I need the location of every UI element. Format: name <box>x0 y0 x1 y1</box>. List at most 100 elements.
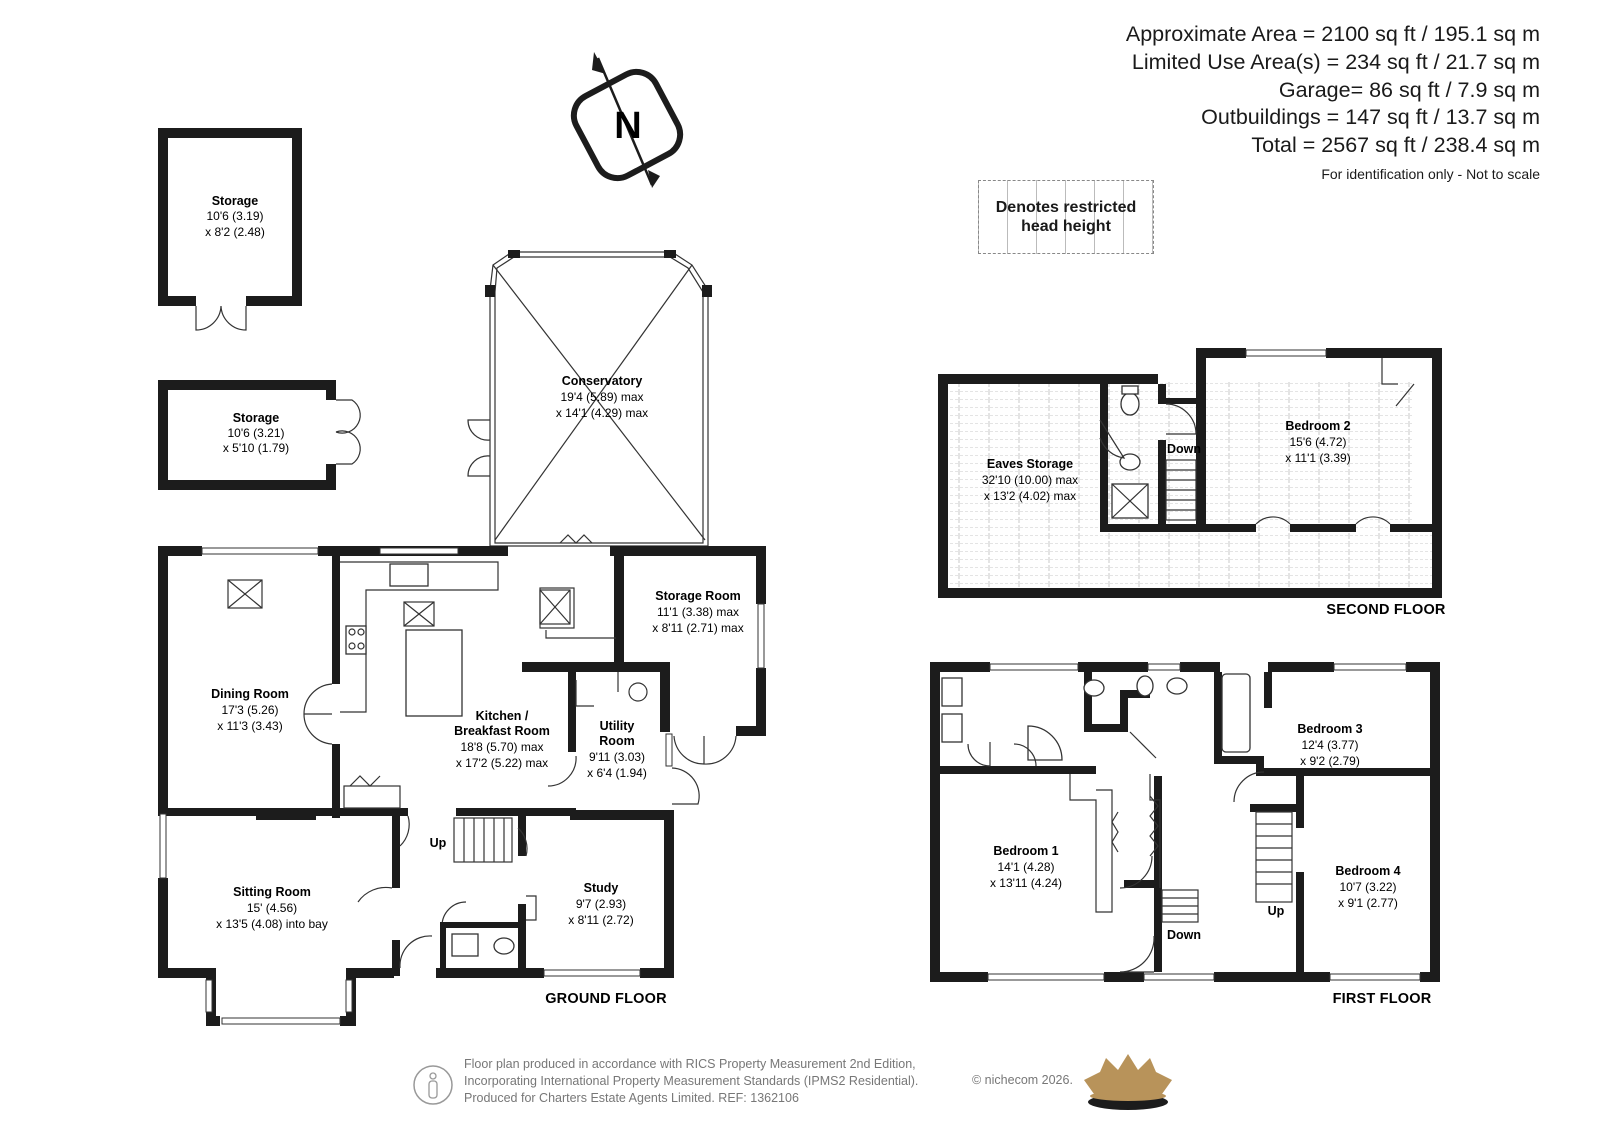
room-conservatory-name: Conservatory <box>562 374 643 388</box>
room-storage-2-dim1: 10'6 (3.21) <box>228 426 285 440</box>
room-bedroom2-name: Bedroom 2 <box>1285 419 1350 433</box>
room-bedroom2-dim2: x 11'1 (3.39) <box>1285 451 1350 465</box>
room-conservatory-dim1: 19'4 (5.89) max <box>561 390 644 404</box>
room-bedroom1-dim1: 14'1 (4.28) <box>998 860 1055 874</box>
room-storage-room-dim1: 11'1 (3.38) max <box>657 605 739 619</box>
person-icon <box>413 1065 453 1105</box>
room-utility-name-2: Room <box>599 734 634 748</box>
utility-back-door-icon <box>671 767 700 805</box>
room-study-dim1: 9'7 (2.93) <box>576 897 626 911</box>
room-bedroom3-dim2: x 9'2 (2.79) <box>1300 754 1360 768</box>
room-study-dim2: x 8'11 (2.72) <box>568 913 633 927</box>
ground-floor-stairs <box>453 817 513 863</box>
room-bedroom4-name: Bedroom 4 <box>1335 864 1400 878</box>
ground-floor-plan <box>158 250 766 1026</box>
front-door-icon <box>399 935 433 969</box>
kitchen-island <box>405 629 463 717</box>
first-floor-stairs-up <box>1255 811 1293 903</box>
eaves-door-icon <box>1355 516 1391 525</box>
room-utility-dim1: 9'11 (3.03) <box>589 750 645 764</box>
double-door-icon <box>195 305 247 331</box>
bathroom-door-icon <box>1129 731 1157 759</box>
room-dining-name: Dining Room <box>211 687 289 701</box>
room-bedroom1-name: Bedroom 1 <box>993 844 1058 858</box>
legend-line-2: head height <box>1021 218 1111 235</box>
hob-icon <box>345 625 367 655</box>
toilet-icon <box>1136 675 1154 697</box>
room-storage-room-name: Storage Room <box>655 589 740 603</box>
basin-icon <box>1119 453 1141 471</box>
second-stairs-down-label: Down <box>1167 442 1201 456</box>
skylight-icon <box>539 589 571 625</box>
room-bedroom3-dim1: 12'4 (3.77) <box>1302 738 1359 752</box>
room-conservatory-dim2: x 14'1 (4.29) max <box>556 406 648 420</box>
second-floor-plan <box>938 348 1442 598</box>
room-kitchen-name-1: Kitchen / <box>476 709 529 723</box>
toilet-icon <box>1120 392 1140 416</box>
bedroom2-door-icon <box>1165 403 1197 435</box>
room-dining-dim1: 17'3 (5.26) <box>222 703 279 717</box>
room-dining-dim2: x 11'3 (3.43) <box>217 719 282 733</box>
legend-line-1: Denotes restricted <box>995 199 1137 216</box>
bifold-door-icon <box>559 534 593 544</box>
second-floor-label: SECOND FLOOR <box>1326 602 1446 618</box>
room-storage-room-dim2: x 8'11 (2.71) max <box>652 621 743 635</box>
boiler-icon <box>628 682 648 702</box>
study-door-icon <box>517 827 528 857</box>
skylight-icon <box>403 601 435 627</box>
down-stairs-door-icon <box>1119 935 1155 973</box>
room-bedroom1-dim2: x 13'11 (4.24) <box>990 876 1062 890</box>
room-storage-1-name: Storage <box>212 194 259 208</box>
first-stairs-down-label: Down <box>1167 928 1201 942</box>
first-floor-stairs-down <box>1161 889 1199 923</box>
footer-line-3: Produced for Charters Estate Agents Limi… <box>464 1091 799 1105</box>
room-kitchen-name-2: Breakfast Room <box>454 724 550 738</box>
room-study-name: Study <box>584 881 619 895</box>
identification-note: For identification only - Not to scale <box>1321 166 1540 182</box>
room-kitchen-dim2: x 17'2 (5.22) max <box>456 756 548 770</box>
room-storage-1-dim1: 10'6 (3.19) <box>207 209 264 223</box>
room-labels: Storage 10'6 (3.19) x 8'2 (2.48) Storage… <box>205 194 1446 1007</box>
bedroom1-door-icon <box>1119 855 1153 889</box>
ground-floor-label: GROUND FLOOR <box>545 991 667 1007</box>
bath-icon <box>1221 673 1251 753</box>
footer-line-1: Floor plan produced in accordance with R… <box>464 1057 916 1071</box>
basin-icon <box>941 713 963 743</box>
room-utility-dim2: x 6'4 (1.94) <box>587 766 647 780</box>
room-storage-1-dim2: x 8'2 (2.48) <box>205 225 265 239</box>
room-utility-name-1: Utility <box>600 719 635 733</box>
outbuilding-storage-2 <box>158 380 361 490</box>
conservatory-door-icon <box>467 419 491 477</box>
eaves-door-icon <box>1255 516 1291 525</box>
first-stairs-up-label: Up <box>1268 904 1285 918</box>
bedroom3-door-icon <box>1233 771 1265 803</box>
room-sitting-dim2: x 13'5 (4.08) into bay <box>216 917 328 931</box>
double-door-icon <box>335 399 361 465</box>
second-floor-stairs <box>1165 459 1197 521</box>
basin-icon <box>451 933 479 957</box>
footer-line-2: Incorporating International Property Mea… <box>464 1074 919 1088</box>
north-compass-icon: N <box>570 52 684 188</box>
toilet-icon <box>1083 679 1105 697</box>
ground-stairs-up-label: Up <box>430 836 447 850</box>
outbuildings-area-text: Outbuildings = 147 sq ft / 13.7 sq m <box>1201 105 1540 129</box>
room-bedroom4-dim2: x 9'1 (2.77) <box>1338 896 1398 910</box>
toilet-icon <box>493 937 515 955</box>
room-kitchen-dim1: 18'8 (5.70) max <box>461 740 544 754</box>
copyright-text: © nichecom 2026. <box>972 1073 1073 1087</box>
room-sitting-name: Sitting Room <box>233 885 311 899</box>
sitting-door-icon <box>357 886 393 903</box>
crown-logo-icon <box>1084 1054 1172 1110</box>
footer-notes: Floor plan produced in accordance with R… <box>464 1056 918 1107</box>
storage-room-door-icon <box>673 735 737 765</box>
basin-icon <box>1166 677 1188 695</box>
outbuilding-storage-1 <box>158 128 302 331</box>
hall-door-icon <box>399 815 410 847</box>
room-sitting-dim1: 15' (4.56) <box>247 901 297 915</box>
room-storage-2-name: Storage <box>233 411 280 425</box>
first-floor-label: FIRST FLOOR <box>1333 991 1432 1007</box>
garage-area-text: Garage= 86 sq ft / 7.9 sq m <box>1278 78 1540 102</box>
approximate-area-text: Approximate Area = 2100 sq ft / 195.1 sq… <box>1125 22 1540 46</box>
dining-door-icon <box>303 683 333 745</box>
